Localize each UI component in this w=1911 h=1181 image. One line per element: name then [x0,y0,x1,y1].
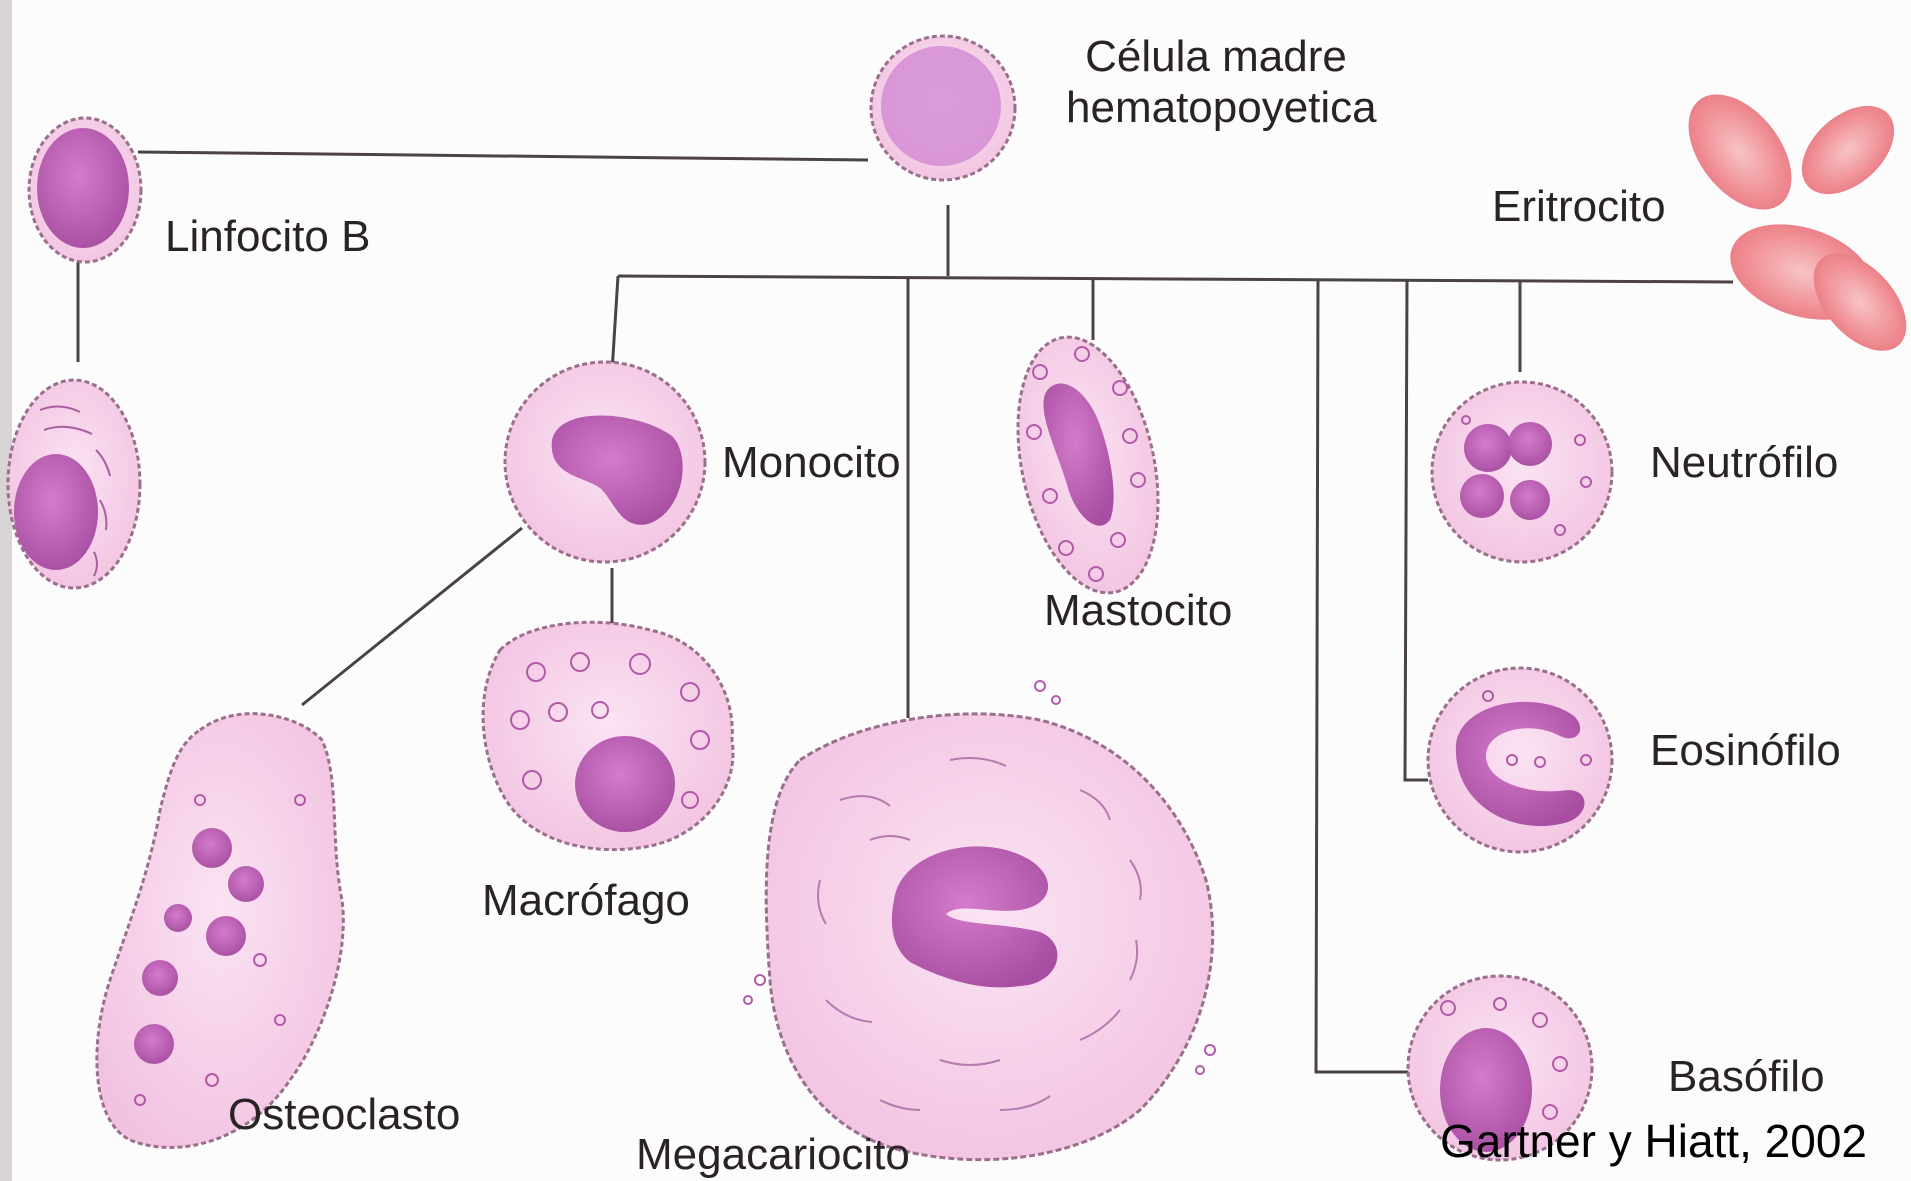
b-lymphocyte-label: Linfocito B [165,212,370,263]
neutrophil-cell [1432,382,1612,562]
stem-cell-label: Célula madre hematopoyetica [1066,32,1366,133]
connector-stem-to-lymphocyte [138,152,868,160]
megakaryocyte-label: Megacariocito [636,1130,910,1181]
neutrophil-label: Neutrófilo [1650,438,1838,489]
eosinophil-cell [1428,668,1612,852]
stem-cell-label-line1: Célula madre [1066,32,1366,83]
connector-to-eosinophil [1405,281,1428,780]
mast-cell [996,324,1179,606]
monocyte-cell [505,362,705,562]
connector-to-basophil [1316,280,1415,1072]
connector-myeloid-bus [618,276,1733,282]
osteoclast-cell [97,714,343,1148]
eosinophil-label: Eosinófilo [1650,726,1841,777]
stem-cell-label-line2: hematopoyetica [1066,83,1366,134]
macrophage-label: Macrófago [482,876,690,927]
basophil-label: Basófilo [1668,1052,1825,1103]
mast-cell-label: Mastocito [1044,586,1232,637]
macrophage-cell [483,622,733,849]
erythrocyte-cells [1668,75,1911,367]
source-credit: Gartner y Hiatt, 2002 [1440,1114,1867,1168]
b-lymphocyte-cell [29,118,141,262]
stem-cell [871,36,1015,180]
osteoclast-label: Osteoclasto [228,1090,460,1141]
monocyte-label: Monocito [722,438,901,489]
plasma-cell [8,380,140,588]
erythrocyte-label: Eritrocito [1492,182,1666,233]
connector-to-monocyte [612,276,618,372]
megakaryocyte-cell [744,681,1215,1160]
